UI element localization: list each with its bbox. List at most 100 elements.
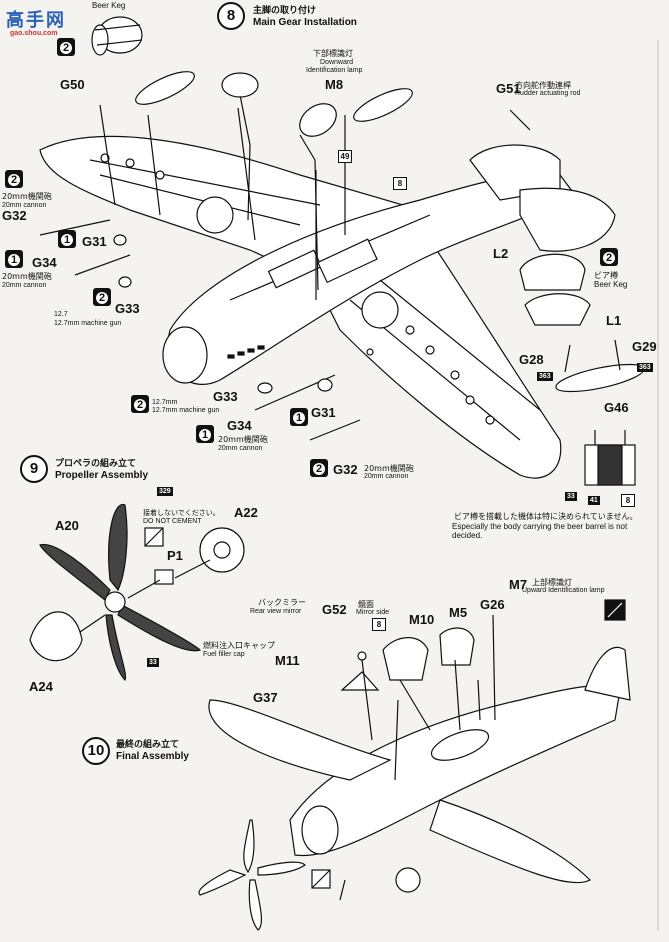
part-g46: G46 xyxy=(604,400,629,415)
no-cement-en: DO NOT CEMENT xyxy=(143,518,202,525)
m7-en-label: Upward Identification lamp xyxy=(522,587,605,594)
qty-badge: 1 xyxy=(290,408,308,426)
beer-keg-label-top: Beer Keg xyxy=(92,1,126,10)
step-10-title-en: Final Assembly xyxy=(116,751,189,762)
part-l2: L2 xyxy=(493,246,509,261)
paint-363: 363 xyxy=(637,363,653,372)
part-m11: M11 xyxy=(275,653,300,668)
qty-badge: 1 xyxy=(196,425,214,443)
paint-363: 363 xyxy=(537,372,553,381)
paint-41: 41 xyxy=(588,496,600,505)
g34b-en-label: 20mm cannon xyxy=(218,445,263,452)
paint-8-keg: 8 xyxy=(621,494,635,507)
part-a20: A20 xyxy=(55,518,79,533)
part-g31-lower: G31 xyxy=(311,405,336,420)
qty-badge: 2 xyxy=(131,395,149,413)
propeller-drawing xyxy=(29,503,245,681)
part-g33: G33 xyxy=(115,301,140,316)
mg-label-b: 12.7mm machine gun xyxy=(54,320,122,327)
mirror-en-label: Rear view mirror xyxy=(250,608,302,615)
part-g51: G51 xyxy=(496,81,521,96)
mg-lower-label-2: 12.7mm machine gun xyxy=(152,407,220,414)
tail-fin xyxy=(469,144,561,201)
cannon-en-label: 20mm cannon xyxy=(2,202,47,209)
m7-jp-label: 上部標識灯 xyxy=(532,578,572,587)
keg-note-en-1: Especially the body carrying the beer ba… xyxy=(452,522,628,531)
no-cement-icons xyxy=(144,527,331,889)
mg-label-a: 12.7 xyxy=(54,311,68,318)
part-m10: M10 xyxy=(409,612,435,627)
keg-housing-l1 xyxy=(524,293,591,326)
step-8-title-jp: 主脚の取り付け xyxy=(253,6,317,16)
keg-en-label: Beer Keg xyxy=(594,280,628,289)
g32b-en-label: 20mm cannon xyxy=(364,473,409,480)
paint-49: 49 xyxy=(338,150,352,163)
mirror-side-en: Mirror side xyxy=(356,609,390,616)
logo-text: 高手网 xyxy=(6,10,66,31)
qty-badge: 1 xyxy=(5,250,23,268)
mirror-side-jp: 鏡面 xyxy=(358,600,374,609)
final-aircraft-drawing xyxy=(198,614,631,931)
keg-note-jp: ビア樽を搭載した機体は特に決められていません。 xyxy=(454,512,638,521)
cannon-en-label-2: 20mm cannon xyxy=(2,282,47,289)
part-g31: G31 xyxy=(82,234,107,249)
keg-jp-label: ビア樽 xyxy=(594,271,618,280)
part-g32-lower: G32 xyxy=(333,462,358,477)
step-10-title-jp: 最終の組み立て xyxy=(116,740,180,750)
m8-en-label-1: Downward xyxy=(320,59,354,66)
fuel-jp-label: 燃料注入口キャップ xyxy=(203,641,275,650)
m8-en-label-2: Identification lamp xyxy=(306,67,363,74)
part-g29: G29 xyxy=(632,339,657,354)
nose-cowling xyxy=(162,326,208,384)
part-a22: A22 xyxy=(234,505,258,520)
part-a24: A24 xyxy=(29,679,53,694)
tailplane xyxy=(519,187,616,252)
part-g28: G28 xyxy=(519,352,544,367)
step-9-number: 9 xyxy=(20,455,48,483)
g51-jp-label: 方向舵作動連桿 xyxy=(515,81,571,90)
part-g34-lower: G34 xyxy=(227,418,252,433)
qty-badge: 2 xyxy=(57,38,75,56)
part-g37: G37 xyxy=(253,690,278,705)
part-l1: L1 xyxy=(606,313,622,328)
step-8-title-en: Main Gear Installation xyxy=(253,17,357,28)
step-9-title-jp: プロペラの組み立て xyxy=(55,459,137,469)
qty-badge: 1 xyxy=(58,230,76,248)
g32b-jp-label: 20mm機関砲 xyxy=(364,464,414,473)
part-g52: G52 xyxy=(322,602,347,617)
part-m5: M5 xyxy=(449,605,468,620)
qty-badge: 2 xyxy=(93,288,111,306)
paint-33: 33 xyxy=(565,492,577,501)
step-10-number: 10 xyxy=(82,737,110,765)
qty-badge: 2 xyxy=(310,459,328,477)
g34b-jp-label: 20mm機関砲 xyxy=(218,435,268,444)
cannon-jp-label: 20mm機関砲 xyxy=(2,192,52,201)
keg-cover-l2 xyxy=(519,253,586,291)
mirror-jp-label: バックミラー xyxy=(258,598,306,607)
step-9-title-en: Propeller Assembly xyxy=(55,470,149,481)
mg-lower-label: 12.7mm xyxy=(152,399,178,406)
site-logo: 高手网 gao.shou.com xyxy=(2,2,74,40)
part-g32: G32 xyxy=(2,208,27,223)
part-g26: G26 xyxy=(480,597,505,612)
step-8-number: 8 xyxy=(217,2,245,30)
part-g33-lower: G33 xyxy=(213,389,238,404)
part-p1: P1 xyxy=(167,548,183,563)
paint-8: 8 xyxy=(393,177,407,190)
part-m7: M7 xyxy=(509,577,528,592)
part-g50: G50 xyxy=(60,77,85,92)
paint-33-prop: 33 xyxy=(147,658,159,667)
qty-badge: 2 xyxy=(5,170,23,188)
qty-badge: 2 xyxy=(600,248,618,266)
g51-en-label: Rudder actuating rod xyxy=(515,90,581,97)
paint-329: 329 xyxy=(157,487,173,496)
no-cement-jp: 接着しないでください。 xyxy=(143,509,220,517)
cannon-jp-label-2: 20mm機関砲 xyxy=(2,272,52,281)
decal-icon xyxy=(604,599,626,621)
keg-note-en-2: decided. xyxy=(452,531,483,540)
logo-url: gao.shou.com xyxy=(10,30,58,37)
part-g34: G34 xyxy=(32,255,57,270)
fuel-en-label: Fuel filler cap xyxy=(203,651,245,658)
paint-8-mirror: 8 xyxy=(372,618,386,631)
